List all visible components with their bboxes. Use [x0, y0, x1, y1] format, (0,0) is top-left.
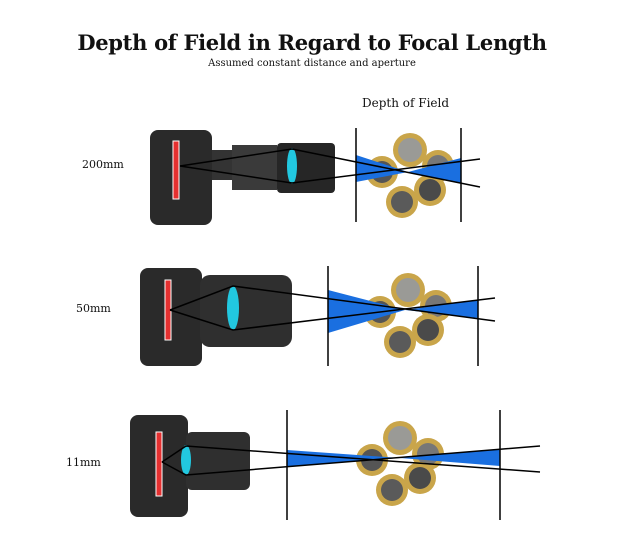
lens-mount — [212, 150, 232, 180]
dof-region-near — [287, 450, 400, 467]
light-ray-top — [179, 148, 481, 188]
light-ray-bottom — [179, 158, 481, 184]
diagram-title: Depth of Field in Regard to Focal Length — [77, 30, 547, 55]
lens-element — [181, 445, 191, 475]
lens-element — [287, 148, 297, 184]
row-50mm — [140, 266, 496, 366]
dof-region-far — [408, 158, 461, 183]
row-200mm — [150, 128, 481, 225]
light-ray-bottom — [169, 297, 496, 331]
focal-length-label-200: 200mm — [82, 158, 124, 171]
dof-region-near — [356, 155, 408, 182]
row-11mm — [130, 410, 541, 520]
dof-region-far — [405, 300, 478, 318]
light-ray-top — [161, 445, 541, 473]
diagram-subtitle: Assumed constant distance and aperture — [208, 58, 416, 69]
light-ray-bottom — [161, 445, 541, 476]
standard-lens — [200, 275, 292, 347]
dof-region-far — [400, 449, 500, 466]
sensor-plane — [155, 431, 163, 497]
wide-angle-lens — [186, 432, 250, 490]
focal-length-label-11: 11mm — [66, 456, 101, 469]
focal-length-label-50: 50mm — [76, 302, 111, 315]
camera-body — [150, 130, 212, 225]
sensor-plane — [172, 140, 180, 200]
depth-of-field-label: Depth of Field — [362, 96, 450, 110]
lens-element — [227, 286, 239, 330]
